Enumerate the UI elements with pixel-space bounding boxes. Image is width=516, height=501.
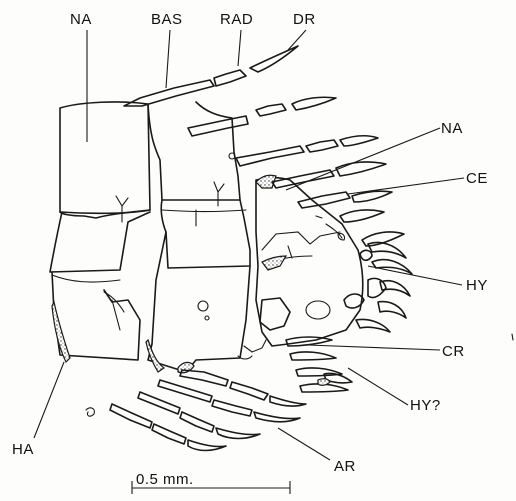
vertebra-middle [146, 102, 250, 373]
stray-mark [512, 334, 513, 340]
label-ha: HA [12, 441, 34, 458]
label-hy-question: HY? [410, 397, 441, 414]
label-hy: HY [466, 277, 488, 294]
scale-bar-label: 0.5 mm. [136, 471, 194, 488]
label-ar: AR [334, 458, 356, 475]
label-rad: RAD [220, 11, 253, 28]
labels: NA BAS RAD DR NA CE HY CR HY? AR HA [12, 11, 488, 475]
label-ce: CE [466, 170, 488, 187]
label-cr: CR [442, 343, 465, 360]
label-na-top: NA [70, 11, 92, 28]
dorsal-fin-elements [124, 46, 404, 246]
vertebra-right [238, 175, 363, 359]
ventral-fin-rays [86, 337, 352, 451]
label-bas: BAS [151, 11, 183, 28]
label-na-right: NA [441, 120, 463, 137]
scale-bar: 0.5 mm. [132, 471, 290, 494]
vertebra-left [50, 102, 150, 362]
label-dr: DR [293, 11, 316, 28]
